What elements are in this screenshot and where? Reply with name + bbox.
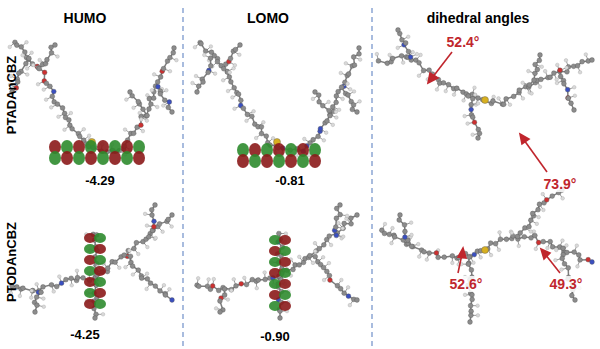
row-label: PTODAnCBZ <box>5 222 18 302</box>
column-divider <box>182 8 183 349</box>
energy-value: -0.90 <box>260 330 290 343</box>
molecule-models <box>8 28 594 325</box>
angle-value: 52.4° <box>445 34 482 50</box>
angle-arrows <box>428 52 560 273</box>
column-divider <box>371 8 372 349</box>
energy-value: -4.25 <box>70 328 100 341</box>
column-heading: dihedral angles <box>427 11 530 25</box>
angle-value: 73.9° <box>542 176 579 192</box>
angle-value: 52.6° <box>448 276 485 292</box>
energy-value: -0.81 <box>275 174 305 187</box>
row-label: PTADAnCBZ <box>5 56 18 134</box>
column-heading: HUMO <box>64 11 107 25</box>
column-heading: LOMO <box>247 11 289 25</box>
angle-value: 49.3° <box>548 276 585 292</box>
energy-value: -4.29 <box>85 174 115 187</box>
orbital-lobes <box>49 140 321 311</box>
